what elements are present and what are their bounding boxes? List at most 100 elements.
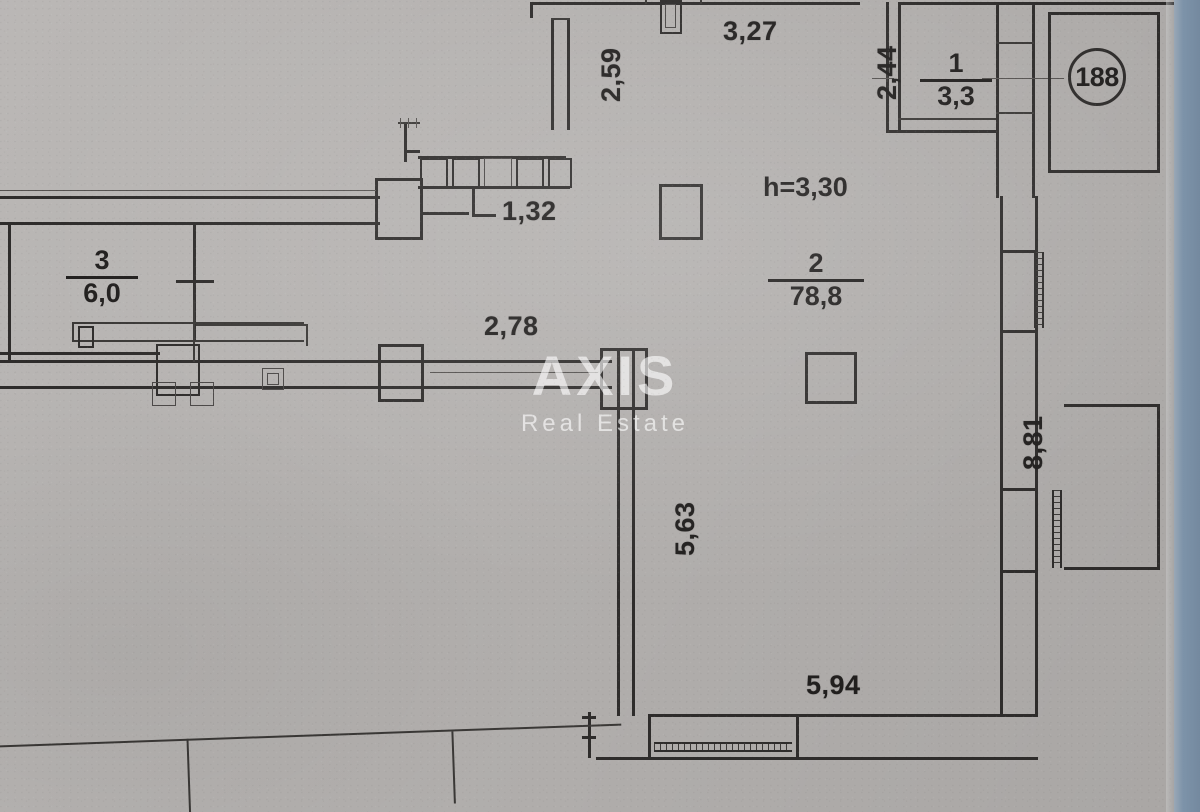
- dim132-jog-vertical: [472, 186, 475, 216]
- upper-left-wall-to-window: [423, 212, 469, 215]
- room2-bottom-wall-inner: [648, 714, 1038, 717]
- partition-wall-left: [617, 348, 620, 716]
- room3-fixture-sink: [78, 326, 94, 348]
- window-pane-3: [484, 158, 512, 188]
- room3-right-partition-lower: [193, 300, 195, 362]
- upper-left-wall-inner: [0, 222, 380, 225]
- mid-wall-lower-line: [0, 386, 612, 389]
- room3-doorway-marker: [176, 280, 214, 283]
- corridor-band-bottom: [996, 112, 1034, 114]
- room-label-3: 3 6,0: [66, 245, 138, 307]
- fixture-small-a: [152, 382, 176, 406]
- dim-2-78: 2,78: [484, 311, 539, 341]
- room-1-number: 1: [948, 48, 964, 78]
- corridor-band-top: [996, 42, 1034, 44]
- window-pane-4: [516, 158, 544, 188]
- dim-2-59: 2,59: [596, 47, 626, 102]
- room1-wall-left-outer: [886, 2, 889, 130]
- room-label-1: 1 3,3: [920, 48, 992, 110]
- room-3-number: 3: [94, 245, 110, 275]
- room-label-2: 2 78,8: [768, 248, 864, 310]
- mid-dim-leader: [430, 372, 598, 373]
- wall-left-of-room2-outer: [551, 18, 554, 130]
- sheet-edge-line: [0, 723, 622, 748]
- photo-right-highlight: [1166, 0, 1174, 812]
- ceiling-height-label: h=3,30: [763, 172, 848, 202]
- unit188-block-bottom: [1048, 170, 1160, 173]
- room-2-divider: [768, 278, 864, 282]
- corridor-wall-left: [996, 2, 999, 198]
- room1-wall-bottom-outer: [886, 130, 996, 133]
- left-boundary-wall: [8, 222, 11, 362]
- window-band-return: [470, 186, 570, 189]
- column-upper: [659, 184, 703, 240]
- balcony-upper-top: [1064, 404, 1160, 407]
- wall-left-of-room2-inner: [567, 18, 570, 130]
- bottom-left-dim-arrow-2: [582, 736, 596, 739]
- right-wall-seg-1: [1000, 250, 1038, 253]
- wall-top-outer-right: [898, 2, 1198, 5]
- partition-wall-right: [632, 348, 635, 716]
- room1-leader-line-left: [872, 78, 894, 79]
- unit188-block-top: [1048, 12, 1160, 15]
- dim-2-44: 2,44: [872, 45, 902, 100]
- upper-left-pilaster: [375, 178, 423, 240]
- room2-bottom-seg-divider: [796, 714, 799, 758]
- riser-stub-top: [398, 122, 420, 124]
- room3-counter-ext: [196, 324, 308, 326]
- room1-door-jamb: [886, 72, 888, 82]
- room2-right-wall-inner: [1000, 196, 1003, 716]
- right-wall-window-lower: [1052, 490, 1062, 568]
- right-wall-seg-3: [1000, 488, 1038, 491]
- room3-counter-bottom: [72, 340, 304, 342]
- unit-number-badge: 188: [1068, 48, 1126, 106]
- dim132-jog-horizontal: [472, 214, 496, 217]
- wall-top-seg-divider-a: [645, 0, 647, 4]
- fixture-small-c: [262, 368, 284, 390]
- riser-tick-b: [408, 118, 409, 128]
- partition-head-block: [600, 348, 648, 410]
- sheet-tile-divider-a: [186, 738, 192, 812]
- lower-left-wall-top: [0, 352, 160, 355]
- right-wall-window-upper: [1034, 252, 1044, 328]
- room-1-divider: [920, 78, 992, 82]
- top-wall-opening: [660, 0, 682, 34]
- riser-stub-vertical: [404, 122, 407, 162]
- window-band-top-rail: [418, 156, 566, 159]
- room3-counter-left: [72, 322, 74, 342]
- riser-to-window-connector: [404, 150, 420, 153]
- window-pane-2: [452, 158, 480, 188]
- fixture-block-center: [156, 344, 200, 396]
- room3-counter-ext-end: [306, 324, 308, 346]
- dim-5-94: 5,94: [806, 670, 861, 700]
- room1-wall-left-inner: [898, 2, 901, 130]
- leader-line-to-unit-number: [982, 78, 1064, 79]
- room2-right-wall-outer: [1035, 196, 1038, 716]
- wall-left-of-room2-cap: [551, 18, 570, 20]
- room-3-divider: [66, 275, 138, 279]
- column-lower: [805, 352, 857, 404]
- room-2-number: 2: [808, 248, 824, 278]
- balcony-upper-right: [1157, 404, 1160, 570]
- wall-top-left-tick: [530, 2, 533, 18]
- fixture-small-c-inner: [267, 373, 279, 385]
- sheet-upper-faint-line: [0, 190, 376, 191]
- mid-wall-pilaster: [378, 344, 424, 402]
- dim-3-27: 3,27: [723, 16, 778, 46]
- room2-bottom-left-jamb: [648, 714, 651, 758]
- bottom-left-dim-tick-outer: [588, 712, 591, 758]
- unit188-block-right: [1157, 12, 1160, 172]
- room3-counter-top: [72, 322, 304, 324]
- dim-1-32: 1,32: [502, 196, 557, 226]
- bottom-left-dim-arrow-1: [582, 716, 596, 719]
- fixture-small-b: [190, 382, 214, 406]
- bottom-wall-window: [654, 742, 792, 752]
- window-pane-1: [420, 158, 448, 188]
- dim-5-63: 5,63: [670, 501, 700, 556]
- room1-wall-bottom-inner: [898, 118, 996, 120]
- wall-top-outer: [530, 2, 860, 5]
- unit188-block-left: [1048, 12, 1051, 172]
- corridor-wall-right: [1032, 2, 1035, 198]
- sheet-tile-divider-b: [451, 731, 456, 804]
